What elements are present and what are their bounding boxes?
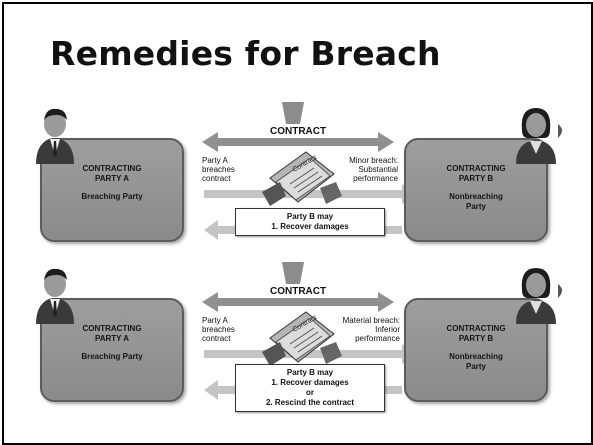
party-a-name-line1: CONTRACTING bbox=[82, 164, 142, 173]
breach-description: Party A breaches contract bbox=[202, 156, 235, 183]
breach-type-description: Material breach: Inferior performance bbox=[326, 316, 400, 343]
party-a-role: Breaching Party bbox=[81, 192, 143, 201]
party-b-name-line1: CONTRACTING bbox=[446, 324, 506, 333]
party-b-name-line2: PARTY B bbox=[458, 334, 494, 343]
businessman-icon bbox=[36, 108, 74, 164]
breach-type-description: Minor breach: Substantial performance bbox=[338, 156, 398, 183]
remedy-line: or bbox=[306, 388, 314, 397]
remedies-diagram: CONTRACTING PARTY A Breaching Party CONT… bbox=[32, 102, 572, 418]
minor-breach-panel: CONTRACTING PARTY A Breaching Party CONT… bbox=[32, 102, 572, 252]
breach-type-line: Material breach: bbox=[342, 316, 400, 325]
party-a-role: Breaching Party bbox=[81, 352, 143, 361]
breach-type-line: Substantial bbox=[358, 165, 398, 174]
remedy-box: Party B may 1. Recover damages bbox=[235, 208, 385, 236]
party-a-box: CONTRACTING PARTY A Breaching Party bbox=[40, 138, 184, 242]
party-b-name-line2: PARTY B bbox=[458, 174, 494, 183]
party-b-role-line2: Party bbox=[465, 202, 486, 211]
businessman-icon bbox=[36, 268, 74, 324]
remedy-line: Party B may bbox=[286, 368, 334, 377]
contract-label: CONTRACT bbox=[270, 286, 327, 297]
businesswoman-icon bbox=[516, 268, 562, 324]
breach-text-line: Party A bbox=[202, 316, 228, 325]
breach-text-line: Party A bbox=[202, 156, 228, 165]
breach-type-line: Minor breach: bbox=[349, 156, 398, 165]
businesswoman-icon bbox=[516, 108, 562, 164]
party-b-role-line2: Party bbox=[465, 362, 486, 371]
party-a-name-line1: CONTRACTING bbox=[82, 324, 142, 333]
breach-type-line: Inferior bbox=[375, 325, 400, 334]
party-b-role-line1: Nonbreaching bbox=[449, 192, 503, 201]
breach-type-line: performance bbox=[353, 174, 398, 183]
remedy-line: 1. Recover damages bbox=[271, 378, 349, 387]
remedy-line: Party B may bbox=[286, 212, 334, 221]
party-b-role-line1: Nonbreaching bbox=[449, 352, 503, 361]
remedy-box: Party B may 1. Recover damages or 2. Res… bbox=[235, 364, 385, 412]
party-a-name-line2: PARTY A bbox=[94, 174, 130, 183]
breach-text-line: breaches bbox=[202, 165, 235, 174]
material-breach-panel: CONTRACTING PARTY A Breaching Party CONT… bbox=[32, 262, 572, 412]
contract-label: CONTRACT bbox=[270, 126, 327, 137]
party-b-name-line1: CONTRACTING bbox=[446, 164, 506, 173]
slide-title: Remedies for Breach bbox=[50, 34, 441, 73]
breach-text-line: contract bbox=[202, 334, 231, 343]
breach-description: Party A breaches contract bbox=[202, 316, 235, 343]
contract-document-icon: Contract bbox=[262, 151, 342, 206]
contract-document-icon: Contract bbox=[262, 311, 342, 366]
remedy-line: 2. Rescind the contract bbox=[265, 398, 355, 407]
breach-text-line: contract bbox=[202, 174, 231, 183]
party-a-name-line2: PARTY A bbox=[94, 334, 130, 343]
breach-text-line: breaches bbox=[202, 325, 235, 334]
breach-type-line: performance bbox=[355, 334, 400, 343]
remedy-line: 1. Recover damages bbox=[271, 222, 349, 231]
